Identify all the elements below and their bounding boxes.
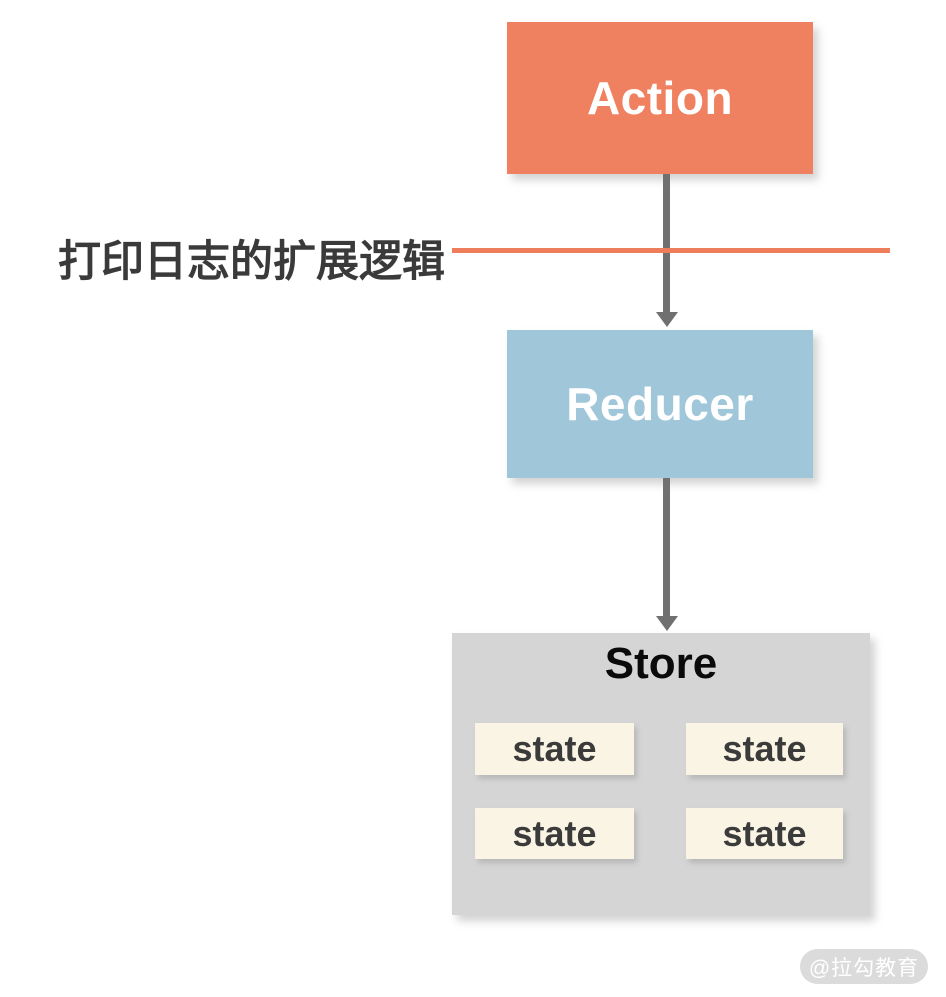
action-to-reducer-arrow	[656, 174, 678, 327]
action-node-label: Action	[586, 72, 734, 124]
arrow-head-icon	[656, 616, 678, 631]
annotation-line	[452, 248, 890, 253]
store-node: Store state state state state	[452, 633, 870, 915]
reducer-to-store-arrow	[656, 478, 678, 631]
reducer-node-label: Reducer	[566, 378, 754, 430]
state-box: state	[686, 723, 843, 775]
watermark-label: @拉勾教育	[808, 956, 920, 980]
state-box: state	[475, 723, 634, 775]
action-node: Action	[507, 22, 813, 174]
state-box: state	[475, 808, 634, 859]
store-node-label: Store	[604, 639, 718, 688]
reducer-node: Reducer	[507, 330, 813, 478]
arrow-shaft	[663, 478, 670, 618]
annotation-label: 打印日志的扩展逻辑	[58, 238, 445, 286]
arrow-head-icon	[656, 312, 678, 327]
watermark-badge: @拉勾教育	[800, 949, 928, 984]
arrow-shaft	[663, 174, 670, 314]
state-box: state	[686, 808, 843, 859]
